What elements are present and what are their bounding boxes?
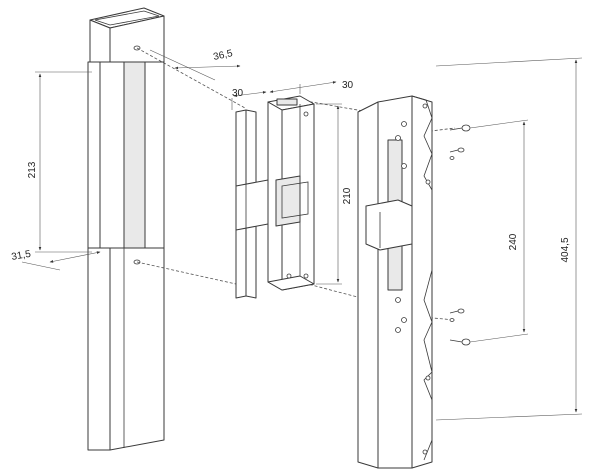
dimension-label-36-5: 36,5	[212, 48, 234, 63]
dimension-36-5: 36,5	[149, 48, 241, 81]
dimension-label-213: 213	[27, 161, 38, 178]
hole-icon	[401, 163, 407, 169]
dimension-label-240: 240	[508, 233, 519, 250]
hole-icon	[303, 111, 309, 117]
arrowhead-icon	[49, 251, 101, 263]
profile-notch	[365, 199, 413, 251]
hole-icon	[286, 273, 292, 279]
strike-cover-plate	[235, 109, 269, 299]
dimension-label-404-5: 404,5	[560, 237, 571, 262]
hole-icon	[303, 273, 309, 279]
dimension-404-5: 404,5	[435, 57, 583, 421]
dimension-31-5: 31,5	[11, 249, 101, 271]
post-cutout-left	[87, 61, 101, 249]
hole-icon	[395, 297, 401, 303]
post-front-upper	[89, 19, 111, 63]
hole-icon	[395, 135, 401, 141]
screw-icon	[449, 338, 471, 346]
screw-icon	[449, 124, 471, 132]
dimension-label-30-b: 30	[342, 80, 354, 91]
hole-icon	[422, 103, 428, 109]
gate-post-left	[87, 7, 165, 451]
dimension-30-width: 30	[231, 88, 267, 110]
post-front-lower	[87, 247, 111, 451]
post-cutout-shadow	[123, 61, 146, 249]
hole-icon	[422, 449, 428, 455]
arrowhead-icon	[269, 81, 337, 93]
dimension-210: 210	[316, 103, 353, 285]
hole-icon	[425, 179, 431, 185]
post-top-inner	[94, 10, 160, 26]
dimension-label-31-5: 31,5	[11, 249, 33, 263]
hole-icon	[425, 375, 431, 381]
hole-icon	[401, 121, 407, 127]
mounting-profile	[357, 95, 433, 469]
arrowhead-icon	[233, 91, 267, 97]
dimension-240: 240	[469, 119, 529, 343]
alignment-guides	[136, 47, 456, 321]
cover-plate-notch	[235, 179, 269, 231]
post-cutout-side	[144, 61, 165, 249]
screw-icon	[449, 147, 465, 153]
screws	[449, 124, 471, 346]
electric-strike	[267, 95, 315, 291]
dimension-label-210: 210	[342, 187, 353, 204]
post-side-lower	[109, 247, 165, 451]
dimension-213: 213	[27, 71, 92, 253]
hole-icon	[401, 317, 407, 323]
arrowhead-icon	[174, 64, 241, 70]
dimension-30-depth: 30	[269, 80, 354, 94]
hole-icon	[395, 327, 401, 333]
dimension-label-30-a: 30	[232, 88, 244, 99]
screw-icon	[449, 308, 465, 314]
